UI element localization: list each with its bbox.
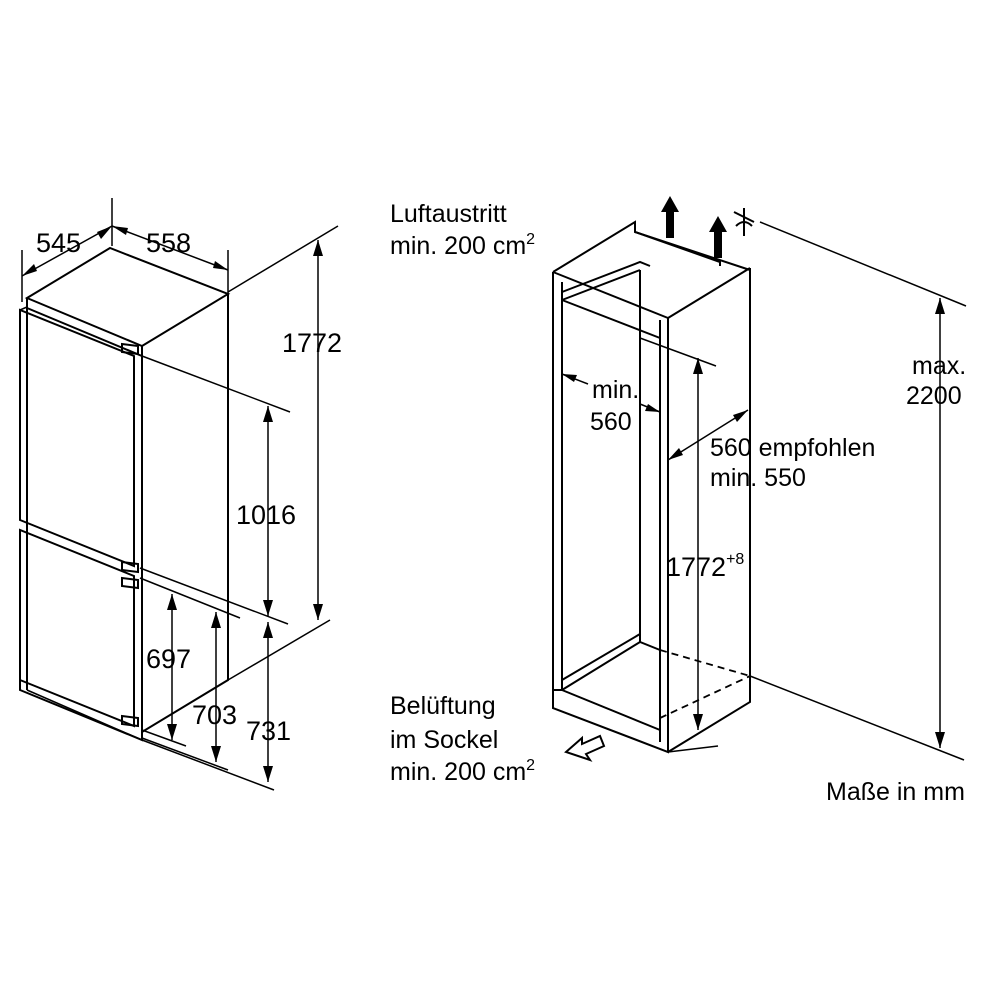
air-outlet-line1: Luftaustritt — [390, 200, 507, 228]
niche-drawing — [552, 220, 751, 754]
depth-line1: 560 empfohlen — [710, 434, 875, 462]
appliance-extension-lines — [21, 198, 339, 791]
appliance-dimension-lines — [21, 225, 323, 782]
lower-door-to-base-label: 703 — [192, 700, 237, 730]
min-width-line2: 560 — [590, 408, 632, 436]
max-height-line2: 2200 — [906, 382, 962, 410]
upper-door-label: 1016 — [236, 500, 296, 530]
height-label: 1772 — [282, 328, 342, 358]
appliance-drawing — [19, 246, 231, 742]
niche-extension-lines — [639, 221, 967, 761]
air-inlet-arrow-icon — [564, 734, 606, 762]
air-inlet-line1: Belüftung — [390, 692, 496, 720]
air-inlet-line3: min. 200 cm2 — [390, 757, 535, 786]
depth-label: 545 — [36, 228, 81, 258]
air-inlet-line2: im Sockel — [390, 726, 498, 754]
unit-note: Maße in mm — [826, 778, 965, 806]
lower-to-floor-label: 731 — [246, 716, 291, 746]
niche-dimension-lines — [561, 298, 945, 748]
niche-height-label: 1772+8 — [666, 551, 744, 582]
air-outlet-arrows — [661, 196, 755, 258]
air-outlet-line2: min. 200 cm2 — [390, 231, 535, 260]
width-label: 558 — [146, 228, 191, 258]
depth-line2: min. 550 — [710, 464, 806, 492]
air-outlet-arrow-icon — [661, 196, 679, 238]
air-outlet-arrow-icon — [709, 216, 727, 258]
lower-door-label: 697 — [146, 644, 191, 674]
min-width-line1: min. — [592, 376, 639, 404]
max-height-line1: max. — [912, 352, 966, 380]
